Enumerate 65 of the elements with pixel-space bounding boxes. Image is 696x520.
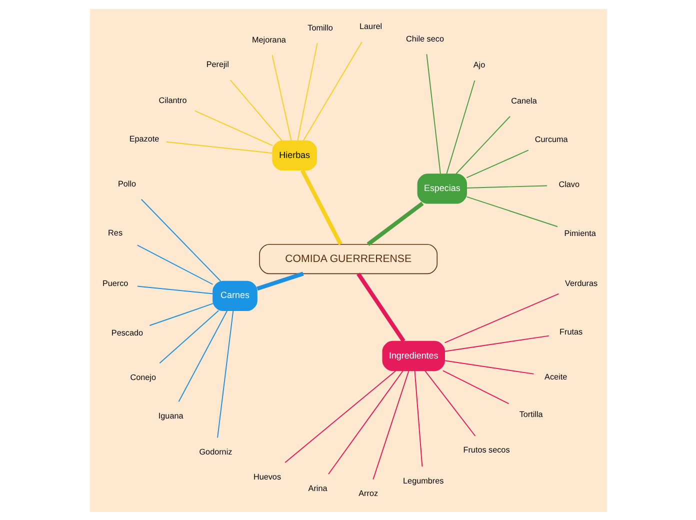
- node-text: Puerco: [102, 278, 128, 288]
- connector: [302, 40, 362, 141]
- node-text: Tortilla: [518, 409, 542, 418]
- connector: [426, 53, 440, 174]
- node-text: Pescado: [110, 328, 143, 337]
- node-box: Especias: [416, 173, 466, 204]
- connector: [216, 310, 234, 438]
- node-text: Arina: [308, 483, 327, 492]
- connector: [136, 285, 213, 294]
- connector: [284, 370, 396, 462]
- connector: [256, 271, 304, 290]
- node-text: Ajo: [472, 60, 485, 70]
- connector: [229, 79, 282, 141]
- node-text: Conejo: [130, 372, 156, 382]
- node-text: Arroz: [358, 488, 378, 498]
- node-text: Res: [108, 228, 122, 238]
- connector: [194, 110, 273, 146]
- connector: [466, 184, 547, 188]
- connector: [300, 168, 342, 245]
- node-text: Frutas: [559, 327, 582, 336]
- node-text: Clavo: [558, 180, 579, 189]
- node-text: Perejil: [206, 60, 228, 69]
- connector: [327, 370, 403, 474]
- connector: [158, 310, 219, 364]
- connector: [296, 42, 318, 141]
- connector: [136, 244, 213, 284]
- node-text: Epazote: [128, 134, 159, 144]
- connector: [366, 201, 424, 246]
- connector: [444, 292, 559, 343]
- node-text: Godorniz: [198, 446, 232, 456]
- node-box: Ingredientes: [382, 340, 444, 371]
- connector: [446, 80, 475, 174]
- connector: [271, 54, 292, 141]
- node-text: Verduras: [564, 278, 598, 288]
- node-text: Tomillo: [307, 23, 332, 32]
- node-text: Frutos secos: [462, 445, 510, 454]
- node-box: Carnes: [212, 280, 257, 311]
- node-text: Legumbres: [402, 476, 444, 485]
- node-text: Curcuma: [534, 134, 568, 144]
- connector: [442, 370, 509, 404]
- node-text: Chile seco: [406, 34, 444, 43]
- connector: [444, 334, 549, 352]
- node-text: Pimienta: [564, 228, 596, 238]
- node-text: Pollo: [117, 179, 136, 188]
- node-text: Mejorana: [252, 34, 286, 44]
- connector: [424, 370, 476, 436]
- node-text: Aceite: [544, 372, 567, 381]
- connector: [178, 310, 228, 402]
- node-text: Laurel: [359, 21, 382, 30]
- connector: [455, 115, 510, 174]
- connector: [444, 360, 534, 374]
- connector: [372, 370, 409, 480]
- node-text: Iguana: [158, 411, 183, 420]
- connector: [356, 272, 405, 342]
- connector: [466, 149, 528, 178]
- connector: [165, 140, 272, 154]
- connector: [414, 370, 422, 467]
- connector: [148, 302, 213, 326]
- node-box: Hierbas: [272, 140, 316, 170]
- node-text: Cilantro: [158, 96, 186, 105]
- connector: [466, 196, 558, 227]
- connector: [140, 198, 221, 282]
- node-box: COMIDA GUERRERENSE: [258, 243, 438, 274]
- node-text: Canela: [510, 96, 536, 106]
- node-text: Huevos: [252, 472, 281, 481]
